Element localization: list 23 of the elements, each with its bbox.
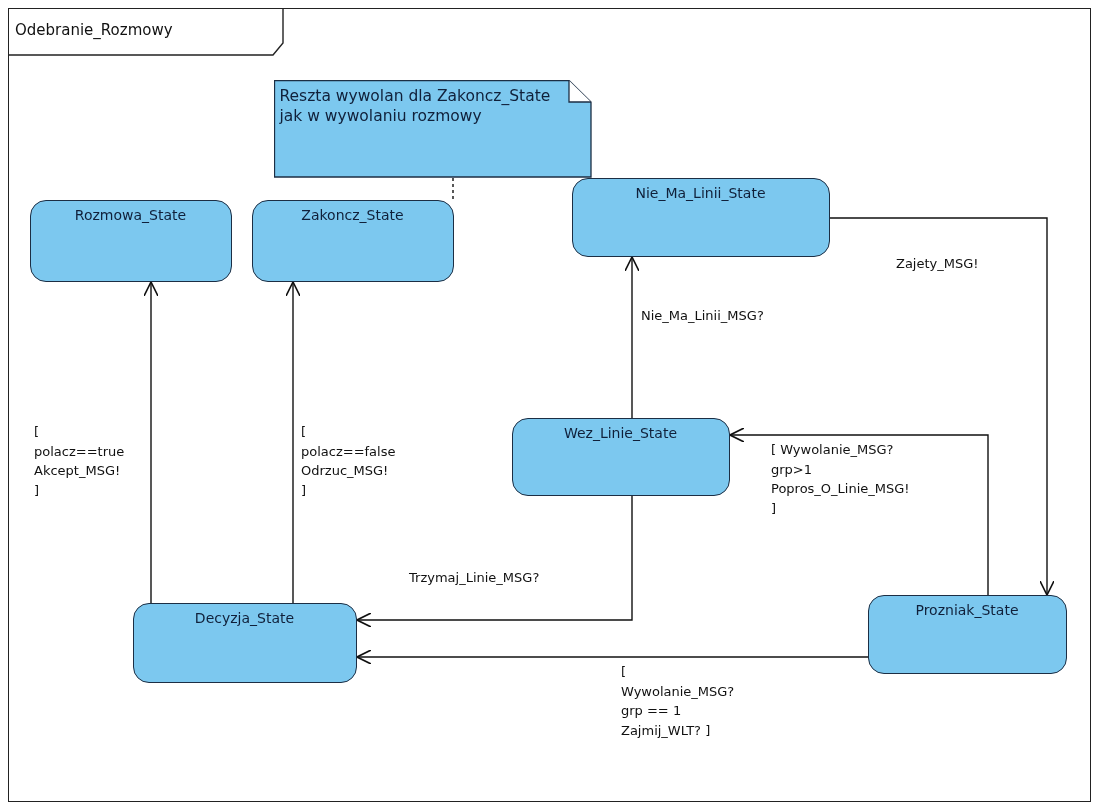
state-box [132,602,357,683]
frame-title: Odebranie_Rozmowy [15,21,173,39]
state-name: Zakoncz_State [300,205,405,223]
frame-border [8,8,1091,802]
state-box [571,177,830,257]
note-text: Reszta wywolan dla Zakoncz_State jak w wywolaniu rozmowy [278,85,552,126]
dashed-note-link [452,177,454,201]
state-box [867,594,1067,674]
state-name: Prozniak_State [914,600,1020,618]
state-name: Wez_Linie_State [562,423,679,441]
state-box [29,199,232,282]
state-name: Rozmowa_State [73,205,188,223]
transition-arrow [356,649,869,665]
state-name: Nie_Ma_Linii_State [634,183,767,201]
transition-arrow [285,281,301,604]
state-box [511,417,730,496]
transition-arrow [356,495,633,628]
transition-arrow [624,256,640,419]
transition-arrow [143,281,159,604]
state-name: Decyzja_State [193,608,296,626]
state-box [251,199,454,282]
transition-arrow [829,217,1055,596]
transition-arrow [729,427,989,596]
